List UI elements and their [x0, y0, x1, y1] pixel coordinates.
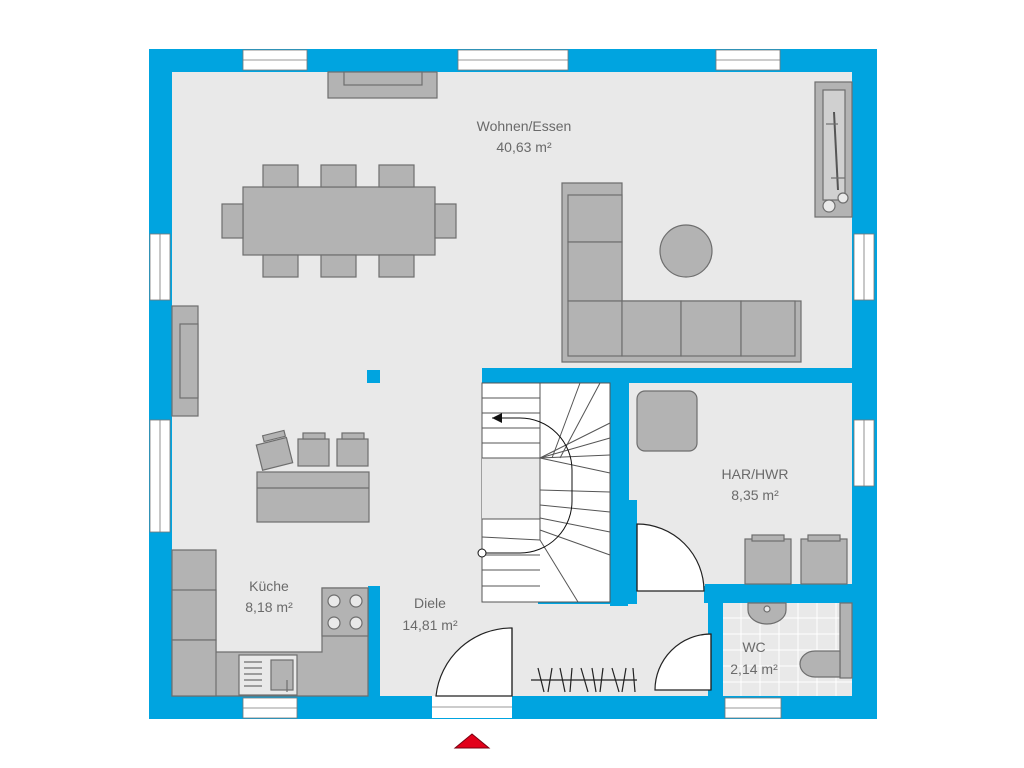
- dining-set: [221, 164, 457, 278]
- window-bottom-1: [242, 697, 298, 719]
- stair-start-marker: [477, 548, 487, 558]
- cooktop: [321, 587, 369, 637]
- wall-wc-left: [710, 600, 724, 632]
- tv-cabinet: [171, 305, 199, 417]
- stool: [336, 438, 369, 467]
- washing-machine: [744, 538, 792, 585]
- window-right-1: [853, 233, 875, 301]
- wc-fixtures: [723, 602, 853, 696]
- stool: [297, 438, 330, 467]
- room-area-kueche: 8,18 m²: [245, 599, 293, 615]
- window-left-2: [149, 419, 171, 533]
- window-top-1: [242, 49, 308, 71]
- window-left-1: [149, 233, 171, 301]
- chair: [262, 254, 299, 278]
- chair: [262, 164, 299, 188]
- door-wc: [654, 633, 712, 691]
- room-name-kueche: Küche: [249, 578, 289, 594]
- chair: [378, 164, 415, 188]
- kitchen-island: [255, 429, 370, 523]
- stair-walk-line: [482, 417, 573, 554]
- kitchen-counters: [171, 549, 369, 697]
- pillar: [367, 370, 380, 383]
- room-area-har: 8,35 m²: [731, 487, 779, 503]
- room-area-wohnen: 40,63 m²: [496, 139, 552, 155]
- room-name-diele: Diele: [414, 595, 446, 611]
- wall-stair-top: [482, 368, 852, 383]
- wall-stair-right: [610, 370, 628, 606]
- heating-unit: [636, 390, 698, 452]
- window-right-2: [853, 419, 875, 487]
- chair: [320, 254, 357, 278]
- corner-sofa: [561, 182, 802, 363]
- window-bottom-2: [724, 697, 782, 719]
- windows: [149, 49, 875, 719]
- wall-har-bottom: [704, 586, 852, 603]
- room-name-har: HAR/HWR: [722, 466, 789, 482]
- stool: [255, 436, 294, 471]
- window-top-2: [457, 49, 569, 71]
- entrance-opening: [432, 696, 512, 718]
- window-top-3: [715, 49, 781, 71]
- doors: [435, 523, 712, 697]
- wall-kitchen-right: [368, 586, 380, 696]
- entrance-arrow-icon: [453, 733, 491, 749]
- coffee-table: [659, 224, 713, 278]
- staircase: [477, 382, 611, 603]
- door-entrance: [435, 627, 513, 697]
- washbasin: [747, 602, 787, 625]
- toilet: [799, 650, 841, 678]
- chair: [434, 203, 457, 239]
- door-har: [636, 523, 705, 592]
- room-area-diele: 14,81 m²: [402, 617, 458, 633]
- dining-table: [242, 186, 436, 256]
- sideboard: [327, 71, 438, 99]
- room-name-wohnen: Wohnen/Essen: [477, 118, 572, 134]
- chair: [221, 203, 244, 239]
- dryer: [800, 538, 848, 585]
- stair-direction-arrow-icon: [492, 413, 502, 423]
- room-name-wc: WC: [742, 639, 765, 655]
- wall-hall-left: [626, 500, 637, 604]
- room-labels: Wohnen/Essen 40,63 m² HAR/HWR 8,35 m² Kü…: [245, 118, 788, 677]
- chair: [378, 254, 415, 278]
- coat-rack: [531, 667, 637, 693]
- fireplace: [814, 81, 853, 218]
- utility-appliances: [636, 390, 848, 585]
- chair: [320, 164, 357, 188]
- room-area-wc: 2,14 m²: [730, 661, 778, 677]
